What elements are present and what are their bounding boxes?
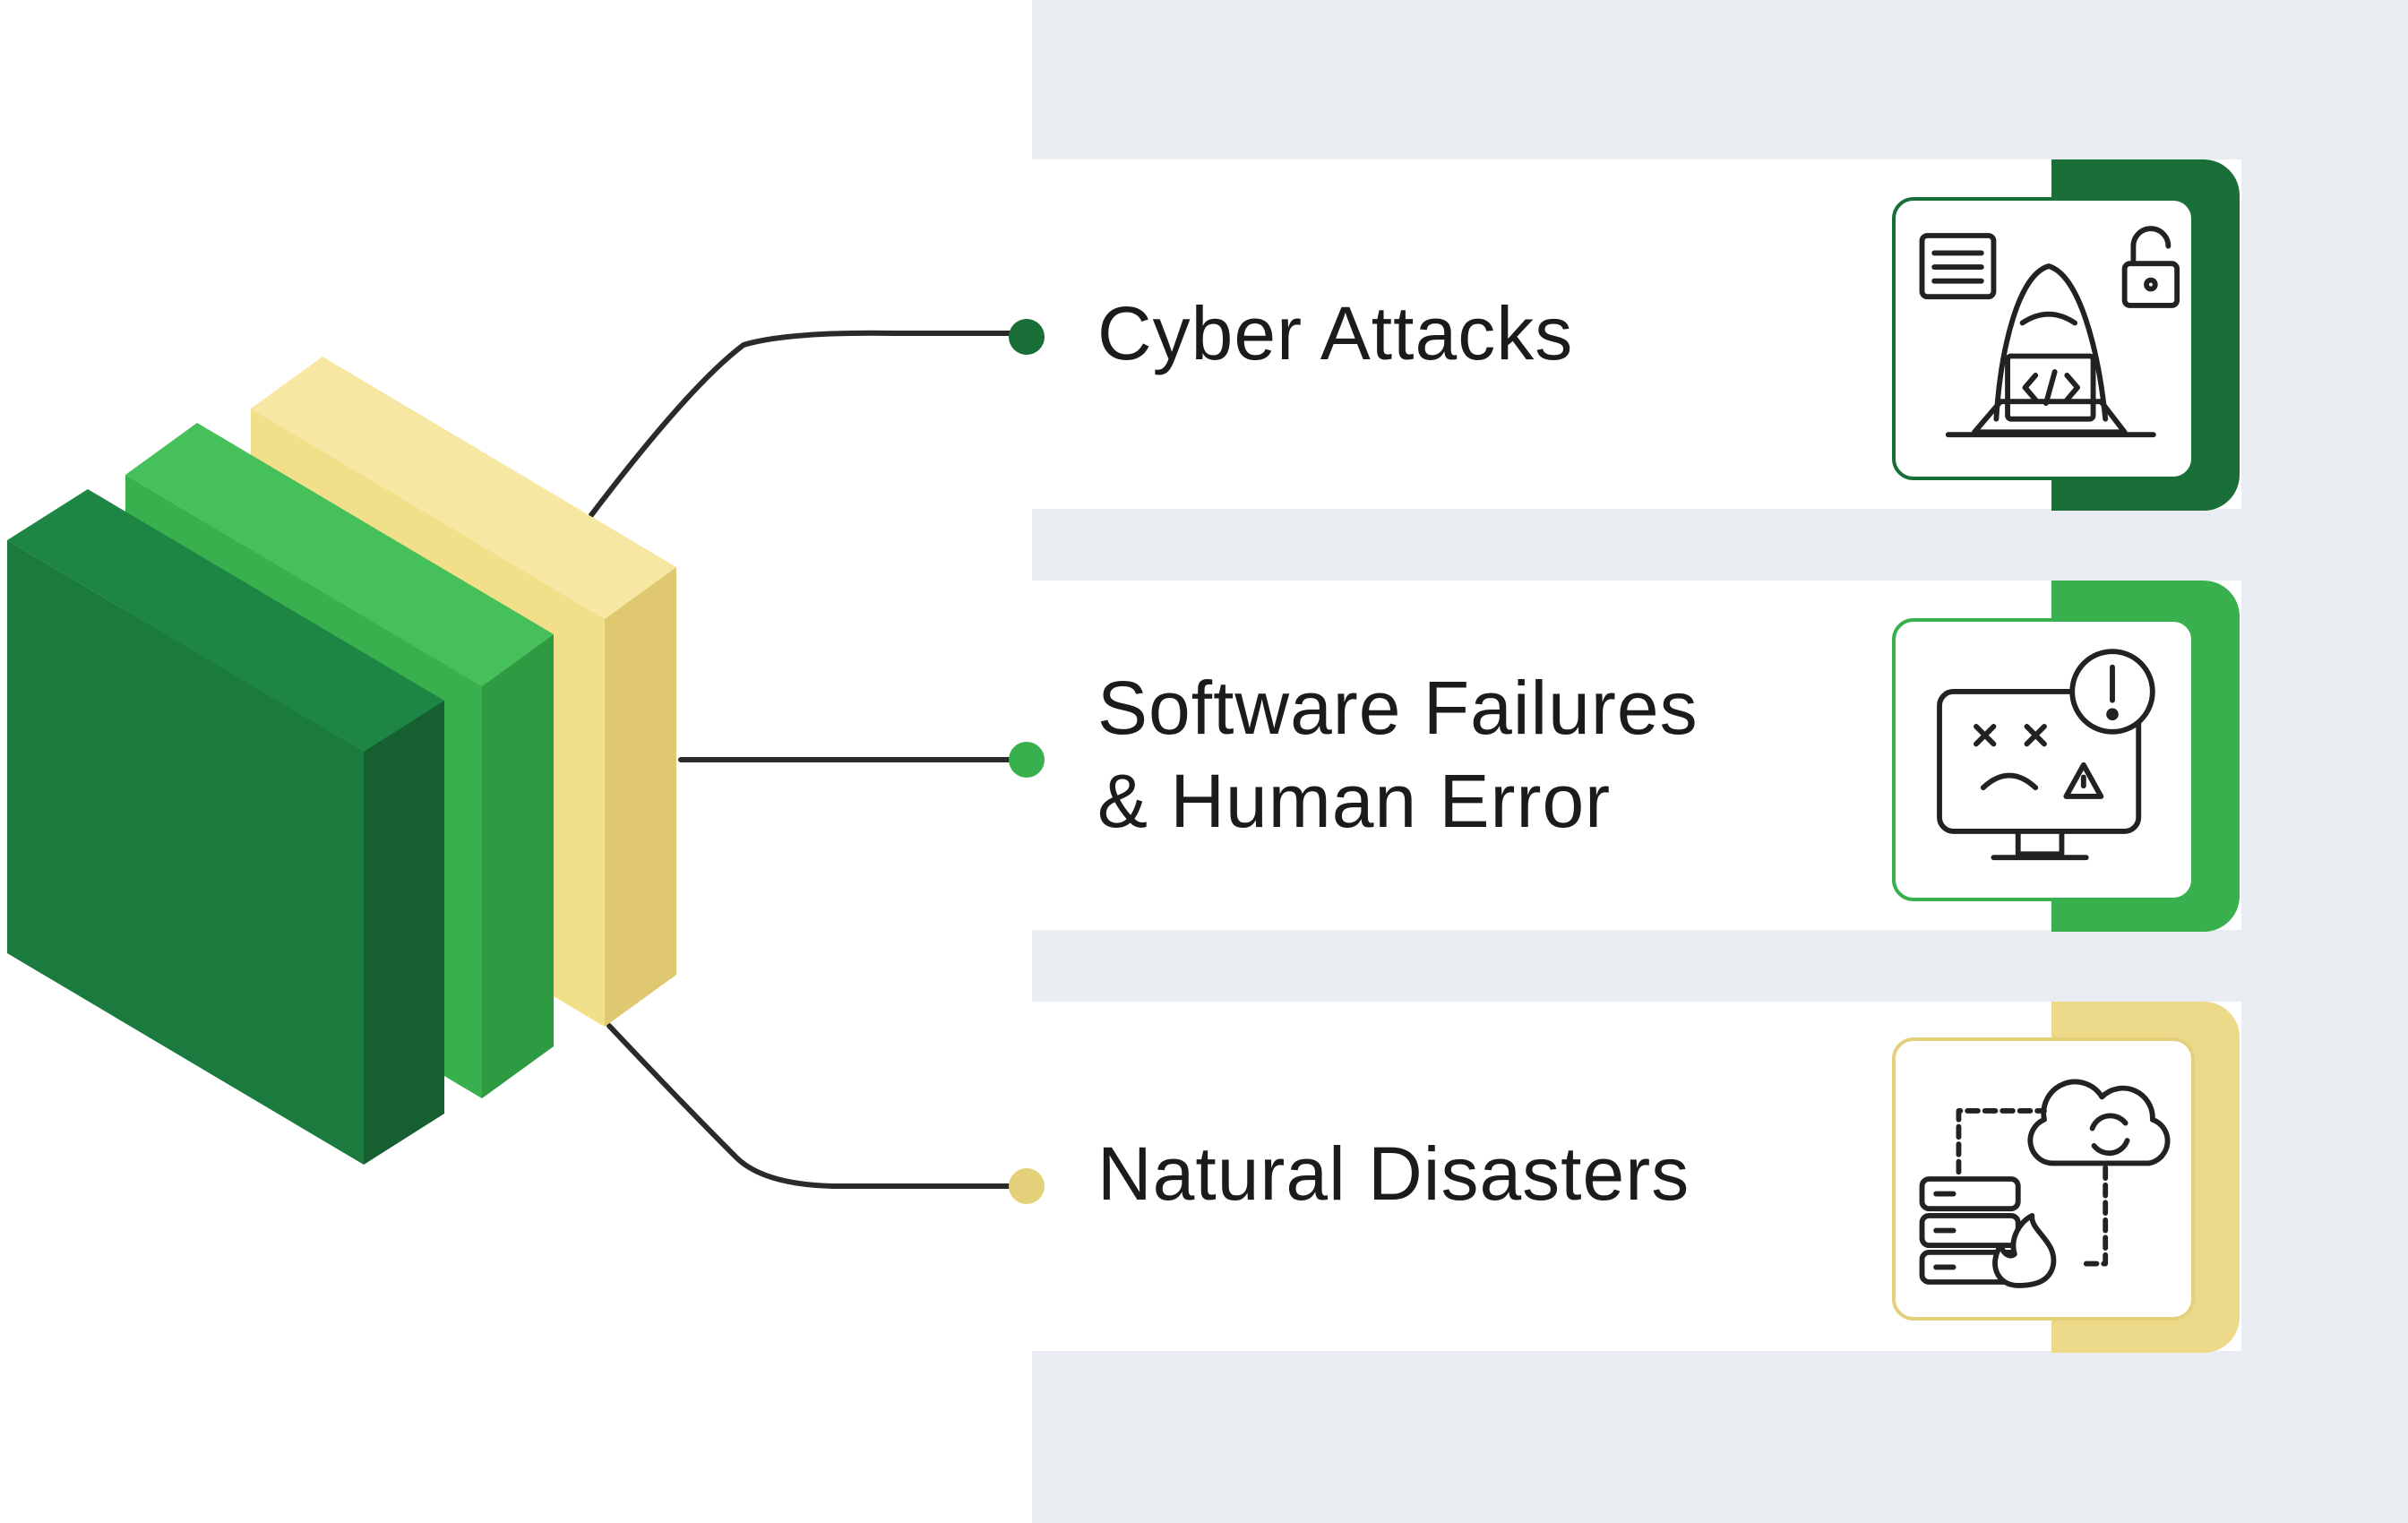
block-dark-green [7, 489, 444, 1165]
icon-box-natural-disasters [1892, 1037, 2195, 1321]
label-software-failures: Software Failures & Human Error [1097, 666, 1698, 843]
error-monitor-icon [1937, 649, 2155, 861]
icon-box-software-failures [1892, 618, 2195, 901]
connector-dot-2 [1009, 742, 1045, 778]
label-cyber-attacks: Cyber Attacks [1097, 291, 1574, 375]
connector-lines [589, 330, 1024, 1189]
hacker-laptop-icon [1919, 226, 2180, 438]
connector-line-3 [606, 1023, 1024, 1189]
connector-line-1 [589, 330, 1024, 518]
connector-dot-1 [1009, 319, 1045, 355]
icon-box-cyber-attacks [1892, 197, 2195, 480]
server-fire-cloud-icon [1919, 1079, 2171, 1288]
connector-dot-3 [1009, 1168, 1045, 1204]
label-natural-disasters: Natural Disasters [1097, 1131, 1690, 1216]
